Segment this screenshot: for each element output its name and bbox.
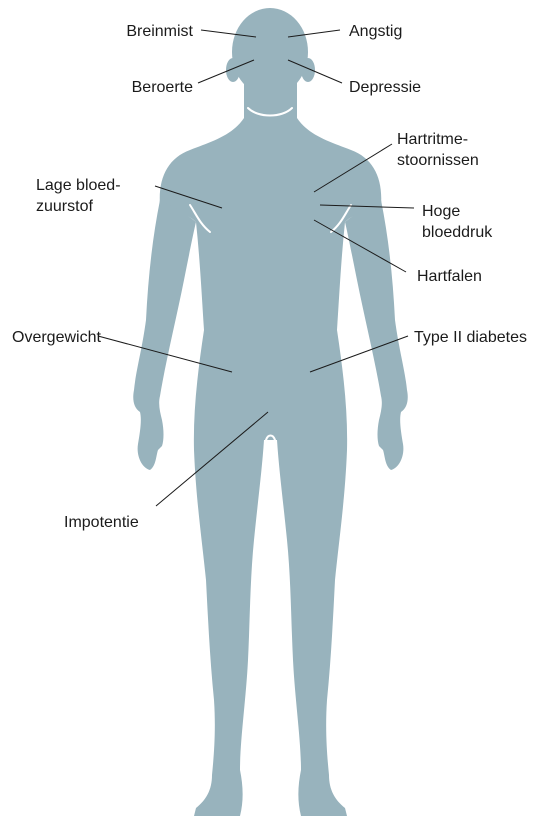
label-hartritme-line2: stoornissen xyxy=(397,152,479,169)
label-beroerte: Beroerte xyxy=(132,79,193,96)
label-lage-line2: zuurstof xyxy=(36,198,93,215)
label-angstig: Angstig xyxy=(349,23,402,40)
label-impotentie: Impotentie xyxy=(64,514,139,531)
right-ear-shape xyxy=(301,58,315,82)
label-diabetes: Type II diabetes xyxy=(414,329,527,346)
torso-legs-shape xyxy=(160,80,382,816)
label-breinmist: Breinmist xyxy=(126,23,193,40)
label-hoge-line2: bloeddruk xyxy=(422,224,493,241)
label-hartritme-line1: Hartritme- xyxy=(397,131,468,148)
body-silhouette xyxy=(133,8,408,816)
label-depressie: Depressie xyxy=(349,79,421,96)
left-ear-shape xyxy=(226,58,240,82)
left-arm-shape xyxy=(133,200,196,470)
label-hoge-line1: Hoge xyxy=(422,203,460,220)
label-lage-line1: Lage bloed- xyxy=(36,177,121,194)
label-overgewicht: Overgewicht xyxy=(12,329,101,346)
label-hartfalen: Hartfalen xyxy=(417,268,482,285)
right-arm-shape xyxy=(345,200,408,470)
